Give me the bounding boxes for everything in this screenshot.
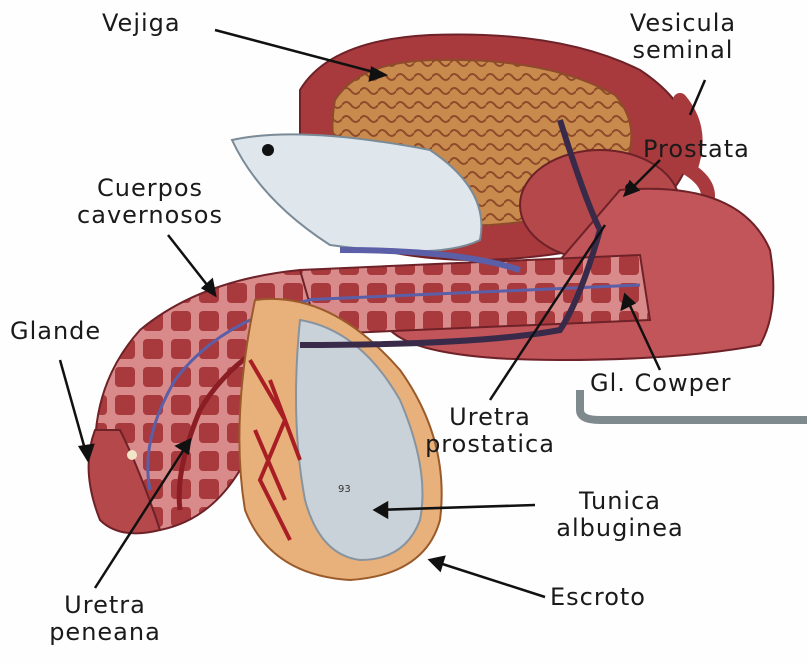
label-uretra-prostatica-line2: prostatica bbox=[400, 431, 580, 458]
label-cuerpos-line2: cavernosos bbox=[60, 202, 240, 229]
label-vejiga: Vejiga bbox=[102, 10, 181, 37]
label-vesicula-seminal: Vesicula seminal bbox=[618, 10, 748, 64]
label-escroto: Escroto bbox=[550, 584, 646, 611]
label-uretra-peneana: Uretra peneana bbox=[30, 592, 180, 646]
label-cuerpos-line1: Cuerpos bbox=[60, 175, 240, 202]
label-uretra-peneana-line2: peneana bbox=[30, 619, 180, 646]
label-uretra-peneana-line1: Uretra bbox=[30, 592, 180, 619]
shaft-rear bbox=[300, 255, 650, 335]
label-uretra-prostatica: Uretra prostatica bbox=[400, 404, 580, 458]
label-tunica-line1: Tunica bbox=[540, 488, 700, 515]
label-vesicula-line2: seminal bbox=[618, 37, 748, 64]
label-tunica-albuginea: Tunica albuginea bbox=[540, 488, 700, 542]
model-tag: 93 bbox=[338, 484, 351, 495]
label-cuerpos-cavernosos: Cuerpos cavernosos bbox=[60, 175, 240, 229]
label-prostata: Prostata bbox=[643, 136, 750, 163]
label-uretra-prostatica-line1: Uretra bbox=[400, 404, 580, 431]
label-glande: Glande bbox=[10, 318, 101, 345]
label-vesicula-line1: Vesicula bbox=[618, 10, 748, 37]
label-tunica-line2: albuginea bbox=[540, 515, 700, 542]
label-gl-cowper: Gl. Cowper bbox=[590, 370, 731, 397]
